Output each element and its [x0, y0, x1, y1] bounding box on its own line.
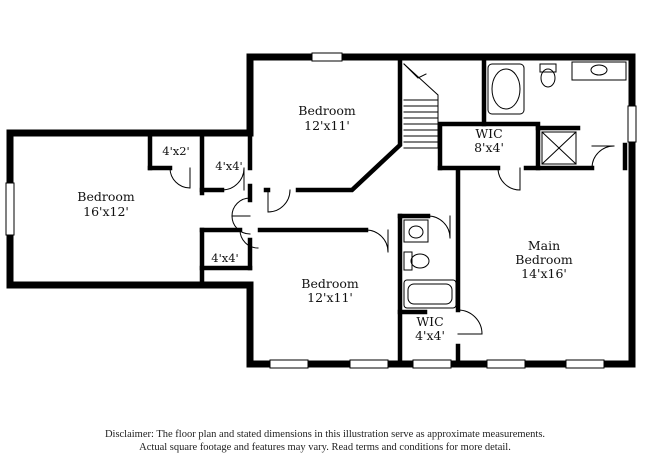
bedroom-top-name: Bedroom — [298, 103, 356, 118]
wic-bottom-name: WIC — [416, 314, 443, 329]
closet-4x4-a-dims: 4'x4' — [215, 159, 242, 173]
main-bedroom-dims: 14'x16' — [521, 266, 567, 281]
bath-fixtures — [403, 61, 627, 309]
closet-4x2-dims: 4'x2' — [162, 144, 189, 158]
bedroom-left-name: Bedroom — [77, 189, 135, 204]
bedroom-bottom-name: Bedroom — [301, 276, 359, 291]
bedroom-top-dims: 12'x11' — [304, 118, 350, 133]
main-bedroom-name2: Bedroom — [515, 252, 573, 267]
disclaimer-line-2: Actual square footage and features may v… — [139, 442, 511, 453]
interior-walls — [147, 54, 628, 367]
wic-top-name: WIC — [475, 126, 502, 141]
disclaimer-line-1: Disclaimer: The floor plan and stated di… — [104, 429, 546, 440]
bedroom-left-dims: 16'x12' — [83, 204, 129, 219]
bedroom-bottom-dims: 12'x11' — [307, 290, 353, 305]
wic-top-dims: 8'x4' — [474, 140, 504, 155]
main-bedroom-name: Main — [528, 238, 560, 253]
door-swings — [169, 145, 615, 335]
staircase — [403, 63, 439, 149]
closet-4x4-b-dims: 4'x4' — [211, 251, 238, 265]
windows — [5, 52, 637, 369]
wic-bottom-dims: 4'x4' — [415, 328, 445, 343]
room-labels: Bedroom 16'x12' Bedroom 12'x11' Bedroom … — [77, 103, 573, 343]
